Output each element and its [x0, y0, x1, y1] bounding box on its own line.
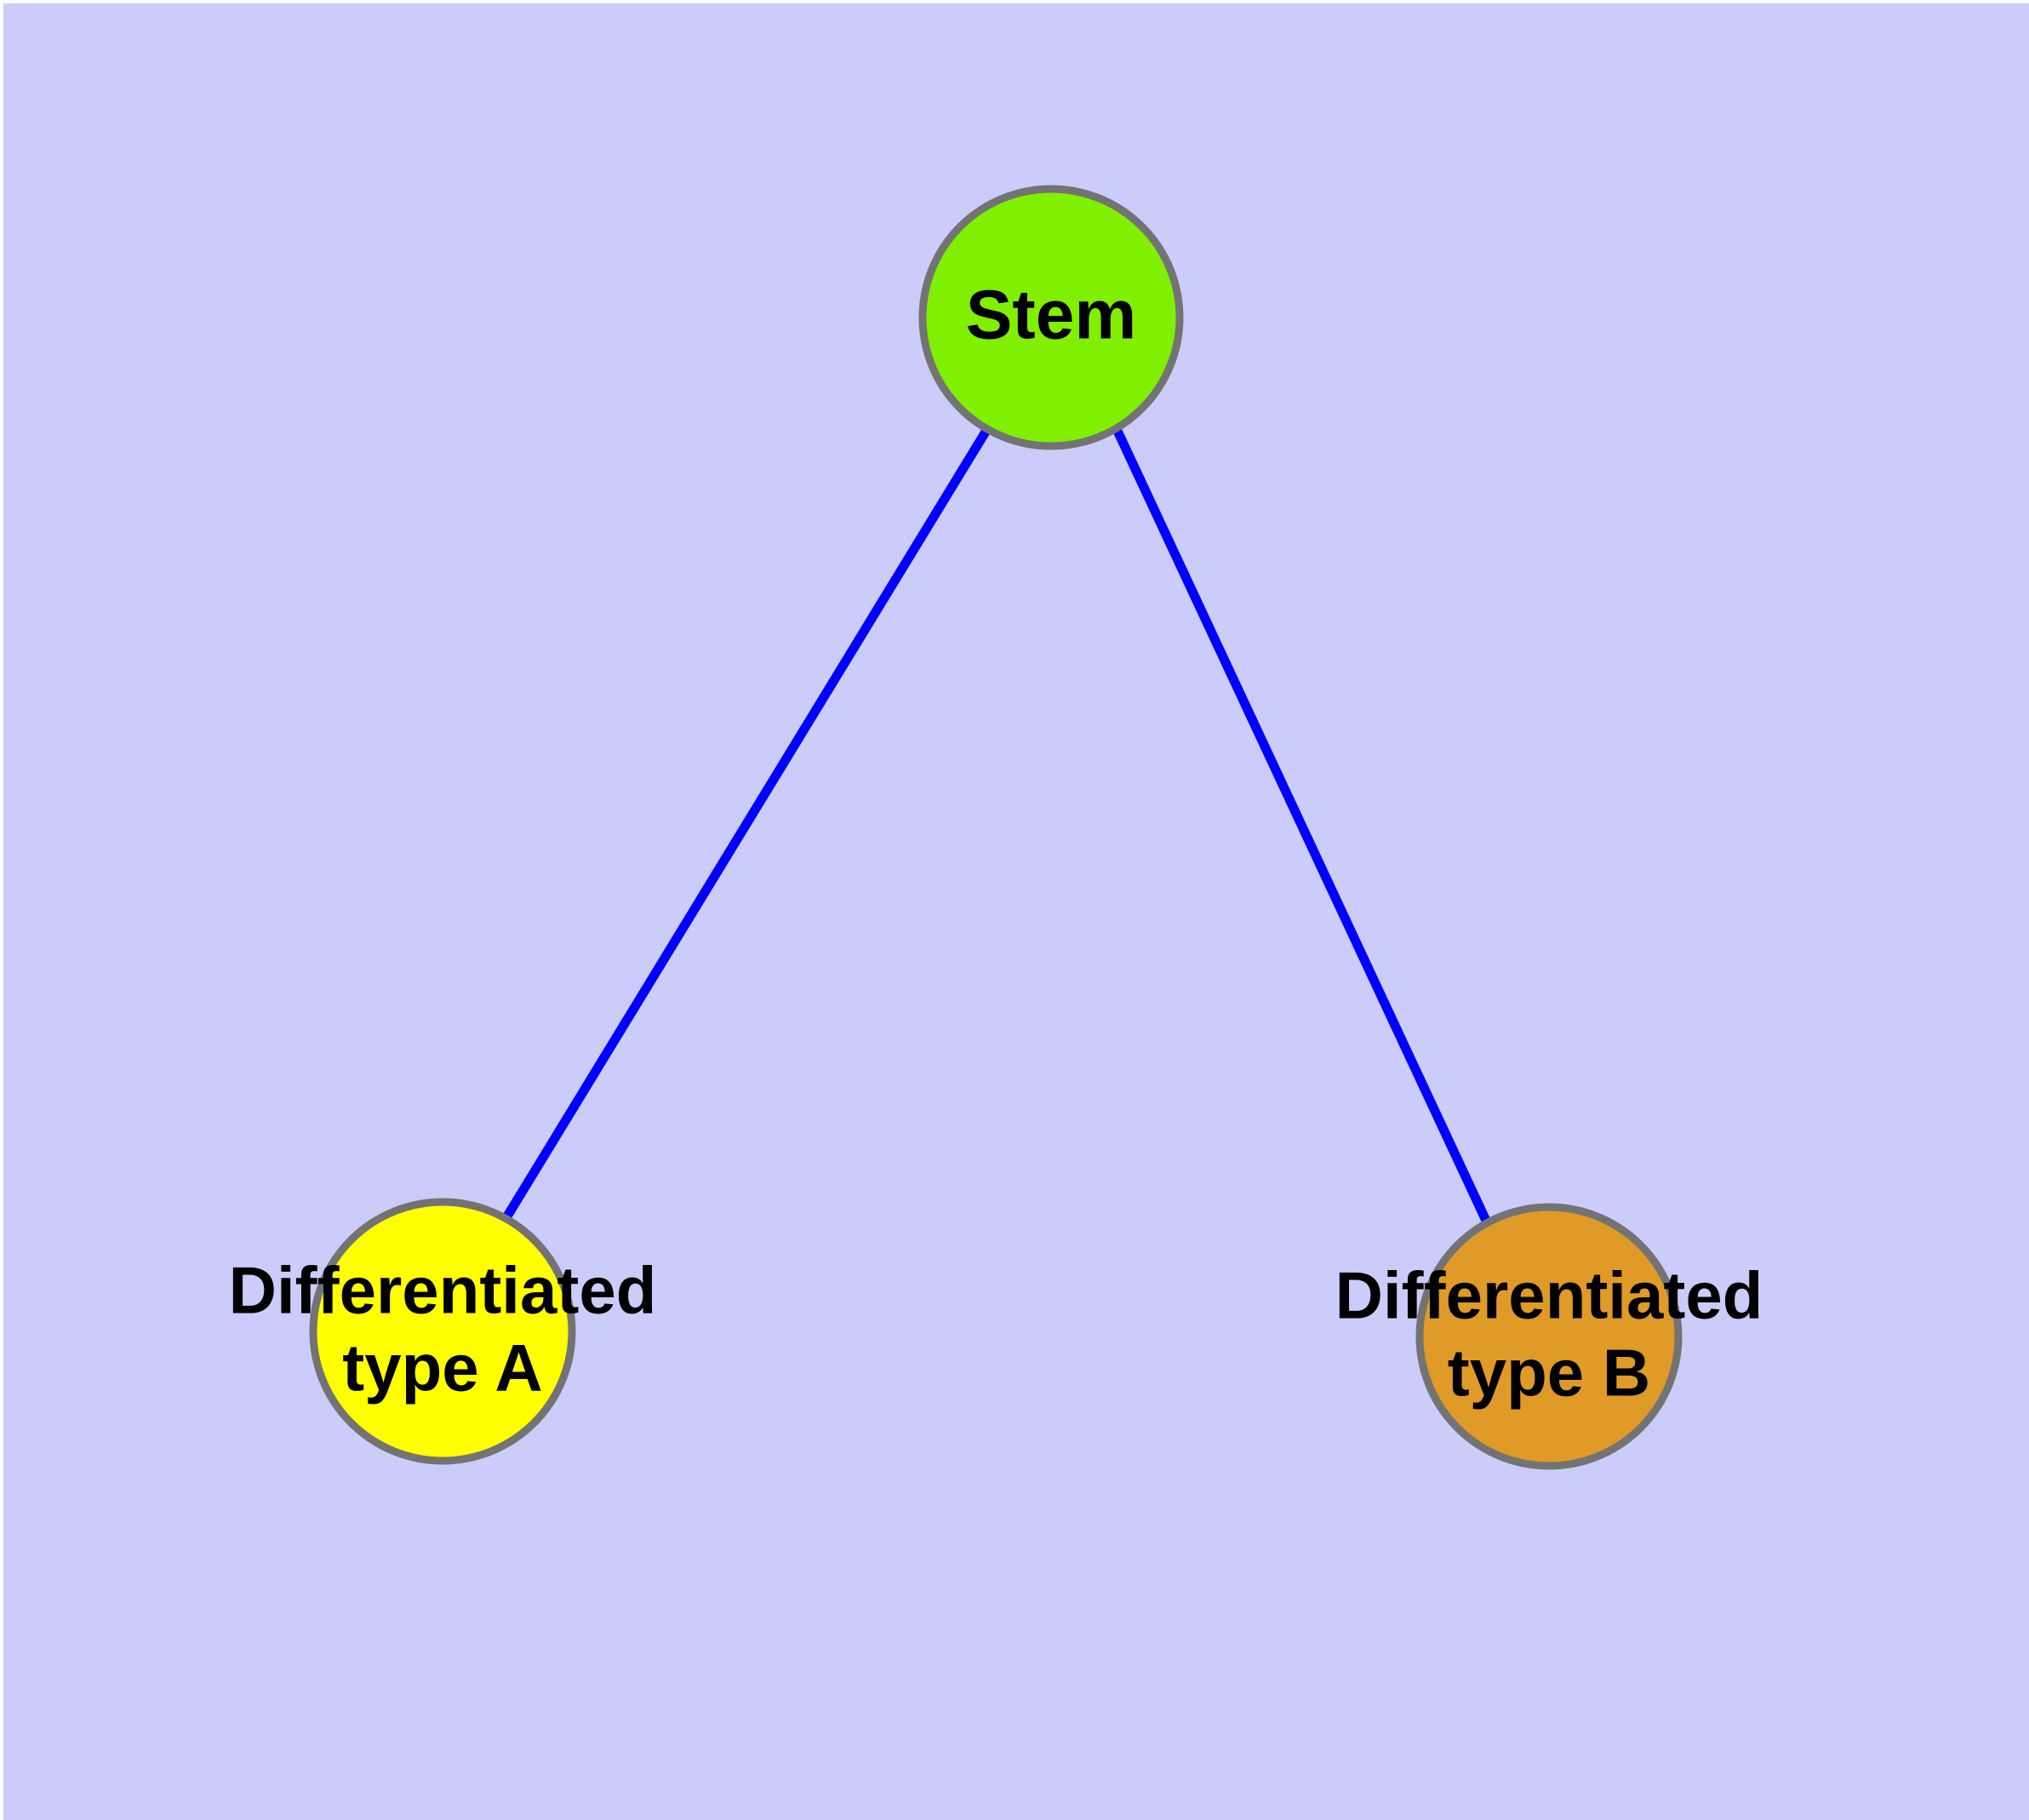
node-stem-circle[interactable] — [918, 185, 1184, 450]
node-differentiated-type-a-label-line2: type A — [342, 1331, 543, 1405]
edges-layer — [501, 426, 1492, 1227]
node-stem[interactable]: Stem — [918, 185, 1184, 450]
node-differentiated-type-b-label-line2: type B — [1448, 1336, 1650, 1411]
node-differentiated-type-b-circle[interactable] — [1415, 1203, 1683, 1470]
edge-stem-to-differentiated-type-b[interactable] — [1112, 426, 1492, 1227]
node-differentiated-type-a[interactable]: Differentiated type A — [229, 1198, 657, 1465]
nodes-layer: Stem Differentiated type A Differentiate… — [229, 185, 1763, 1470]
node-differentiated-type-a-circle[interactable] — [309, 1198, 576, 1465]
node-differentiated-type-b-label-line1: Differentiated — [1335, 1258, 1763, 1333]
edge-stem-to-differentiated-type-a[interactable] — [501, 426, 992, 1222]
node-differentiated-type-a-label-line1: Differentiated — [229, 1253, 657, 1328]
node-differentiated-type-b[interactable]: Differentiated type B — [1335, 1203, 1763, 1470]
node-stem-label: Stem — [966, 277, 1137, 354]
